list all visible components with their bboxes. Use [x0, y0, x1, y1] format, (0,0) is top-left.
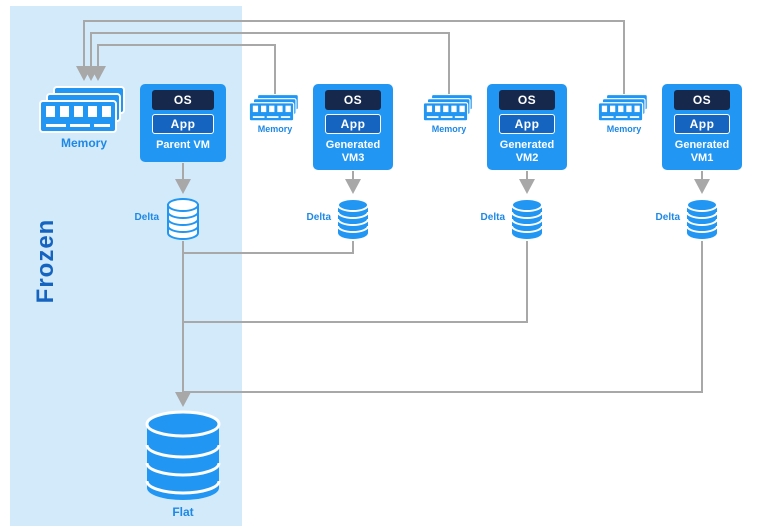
vm3-app-box: App — [325, 114, 381, 134]
vm2-flat-merge-line — [184, 241, 528, 323]
vm3-memory-icon — [248, 94, 302, 122]
parent-vm-box: OS App Parent VM — [140, 84, 226, 162]
memory-share-line-vm2 — [83, 32, 450, 94]
vm3-flat-merge-line — [184, 241, 354, 254]
vm2-app-box: App — [499, 114, 555, 134]
vm3-name: Generated VM3 — [325, 139, 381, 165]
vm1-name: Generated VM1 — [674, 139, 730, 165]
vm2-delta-disk-icon — [509, 197, 545, 241]
memory-share-line-vm1 — [76, 20, 625, 94]
vm1-memory-icon — [597, 94, 651, 122]
vm1-delta-disk-icon — [684, 197, 720, 241]
vm3-os-box: OS — [325, 90, 381, 110]
vm2-memory-icon — [422, 94, 476, 122]
vm3-delta-label: Delta — [306, 212, 331, 223]
vm2-memory-label: Memory — [431, 124, 467, 134]
parent-memory-icon — [38, 86, 130, 134]
vm2-box: OS App Generated VM2 — [487, 84, 567, 170]
parent-delta-disk-icon — [165, 197, 201, 241]
parent-delta-label: Delta — [134, 212, 159, 223]
memory-share-line-vm3 — [90, 44, 276, 94]
vm1-box: OS App Generated VM1 — [662, 84, 742, 170]
vm1-flat-merge-line — [184, 241, 703, 393]
flat-disk-icon — [143, 410, 223, 502]
parent-memory-label: Memory — [60, 136, 107, 150]
vm1-delta-label: Delta — [655, 212, 680, 223]
vm3-delta-disk-icon — [335, 197, 371, 241]
vm2-os-box: OS — [499, 90, 555, 110]
parent-os-box: OS — [152, 90, 214, 110]
parent-app-box: App — [152, 114, 214, 134]
parent-vm-name: Parent VM — [156, 139, 210, 151]
vm2-name: Generated VM2 — [499, 139, 555, 165]
vm2-delta-label: Delta — [480, 212, 505, 223]
vm1-os-box: OS — [674, 90, 730, 110]
vm3-box: OS App Generated VM3 — [313, 84, 393, 170]
flat-label: Flat — [172, 505, 194, 519]
vm1-app-box: App — [674, 114, 730, 134]
vm1-memory-label: Memory — [606, 124, 642, 134]
vm3-memory-label: Memory — [257, 124, 293, 134]
